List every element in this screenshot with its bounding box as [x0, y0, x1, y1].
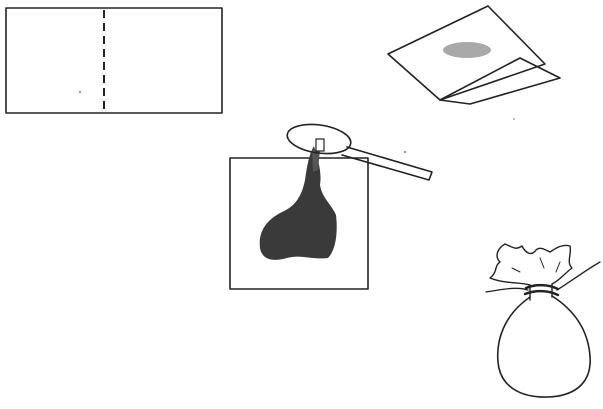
- paper-speck-2: [513, 118, 515, 120]
- spoon-speck: [404, 151, 406, 153]
- spoon-handle: [341, 146, 433, 181]
- bag-frill: [489, 243, 573, 286]
- paper-speck: [79, 91, 81, 93]
- paper-outline: [5, 7, 223, 114]
- sample-stem: [312, 150, 320, 172]
- paper-top-sheet: [387, 5, 546, 101]
- sample-square: [229, 157, 369, 290]
- spoon-bowl: [286, 123, 352, 155]
- sample-blot: [259, 146, 337, 260]
- bag-body: [496, 295, 591, 398]
- tied-bag: [485, 243, 601, 398]
- bag-knot: [523, 283, 560, 297]
- paper-with-spot: [387, 5, 561, 120]
- paper-back-sheet: [439, 57, 561, 105]
- grey-spot: [443, 42, 491, 58]
- bag-string: [485, 261, 601, 293]
- folded-paper-square: [5, 7, 223, 114]
- bag-frill-detail: [511, 257, 561, 273]
- spoon-on-square: [229, 123, 433, 290]
- spoon-clip: [315, 138, 325, 152]
